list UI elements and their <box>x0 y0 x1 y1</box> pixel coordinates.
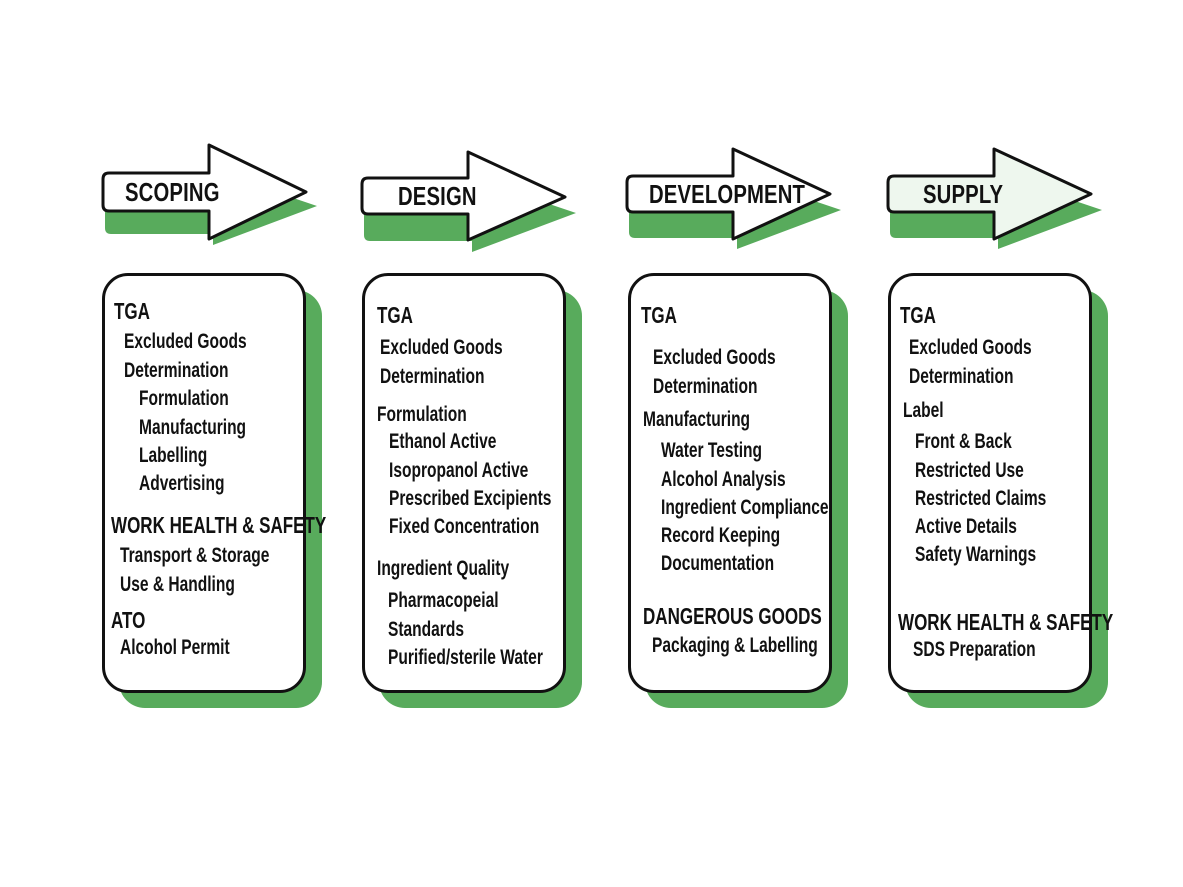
list-item: Prescribed Excipients <box>389 487 552 510</box>
list-item: Water Testing <box>661 439 763 462</box>
design-card: TGA Excluded Goods Determination Formula… <box>362 273 566 693</box>
list-item: Alcohol Permit <box>120 636 230 659</box>
list-item: Purified/sterile Water <box>388 646 543 669</box>
list-item: Use & Handling <box>120 573 235 596</box>
arrow-right-icon <box>886 147 1102 249</box>
supply-arrow: SUPPLY <box>886 147 1103 249</box>
stage-title: SCOPING <box>125 176 220 207</box>
group-heading: Label <box>903 399 944 422</box>
list-item: Excluded Goods <box>653 346 776 369</box>
arrow-right-icon <box>360 150 576 252</box>
list-item: SDS Preparation <box>913 638 1036 661</box>
list-item: Determination <box>124 359 229 382</box>
stage-title: SUPPLY <box>923 178 1004 209</box>
stage-title: DESIGN <box>398 180 477 211</box>
group-heading: WORK HEALTH & SAFETY <box>898 609 1114 635</box>
list-item: Active Details <box>915 515 1017 538</box>
scoping-card: TGA Excluded Goods Determination Formula… <box>102 273 326 693</box>
list-item: Excluded Goods <box>124 330 247 353</box>
list-item: Record Keeping <box>661 524 781 547</box>
list-item: Ethanol Active <box>389 430 497 453</box>
list-item: Determination <box>909 365 1014 388</box>
list-item: Pharmacopeial <box>388 589 499 612</box>
group-heading: Manufacturing <box>643 408 751 431</box>
group-heading: Ingredient Quality <box>377 557 510 580</box>
stage-title: DEVELOPMENT <box>649 178 806 209</box>
development-card: TGA Excluded Goods Determination Manufac… <box>628 273 832 693</box>
arrow-right-icon <box>625 147 841 249</box>
list-item: Standards <box>388 618 465 641</box>
list-item: Ingredient Compliance <box>661 496 829 519</box>
list-item: Front & Back <box>915 430 1012 453</box>
list-item: Manufacturing <box>139 416 247 439</box>
group-heading: ATO <box>111 607 146 633</box>
list-item: Advertising <box>139 472 225 495</box>
supply-card: TGA Excluded Goods Determination Label F… <box>888 273 1113 693</box>
group-heading: DANGEROUS GOODS <box>643 603 822 629</box>
arrow-right-icon <box>101 143 317 245</box>
list-item: Alcohol Analysis <box>661 468 786 491</box>
group-heading: Formulation <box>377 403 467 426</box>
list-item: Determination <box>653 375 758 398</box>
group-heading: TGA <box>900 302 936 328</box>
list-item: Determination <box>380 365 485 388</box>
group-heading: WORK HEALTH & SAFETY <box>111 512 327 538</box>
list-item: Restricted Claims <box>915 487 1047 510</box>
list-item: Isopropanol Active <box>389 459 529 482</box>
list-item: Labelling <box>139 444 208 467</box>
group-heading: TGA <box>114 298 150 324</box>
list-item: Documentation <box>661 552 775 575</box>
list-item: Excluded Goods <box>380 336 503 359</box>
list-item: Restricted Use <box>915 459 1024 482</box>
group-heading: TGA <box>641 302 677 328</box>
development-arrow: DEVELOPMENT <box>625 147 842 249</box>
list-item: Safety Warnings <box>915 543 1037 566</box>
list-item: Packaging & Labelling <box>652 634 818 657</box>
list-item: Transport & Storage <box>120 544 270 567</box>
list-item: Excluded Goods <box>909 336 1032 359</box>
list-item: Fixed Concentration <box>389 515 540 538</box>
group-heading: TGA <box>377 302 413 328</box>
design-arrow: DESIGN <box>360 150 577 252</box>
scoping-arrow: SCOPING <box>101 143 318 245</box>
list-item: Formulation <box>139 387 229 410</box>
